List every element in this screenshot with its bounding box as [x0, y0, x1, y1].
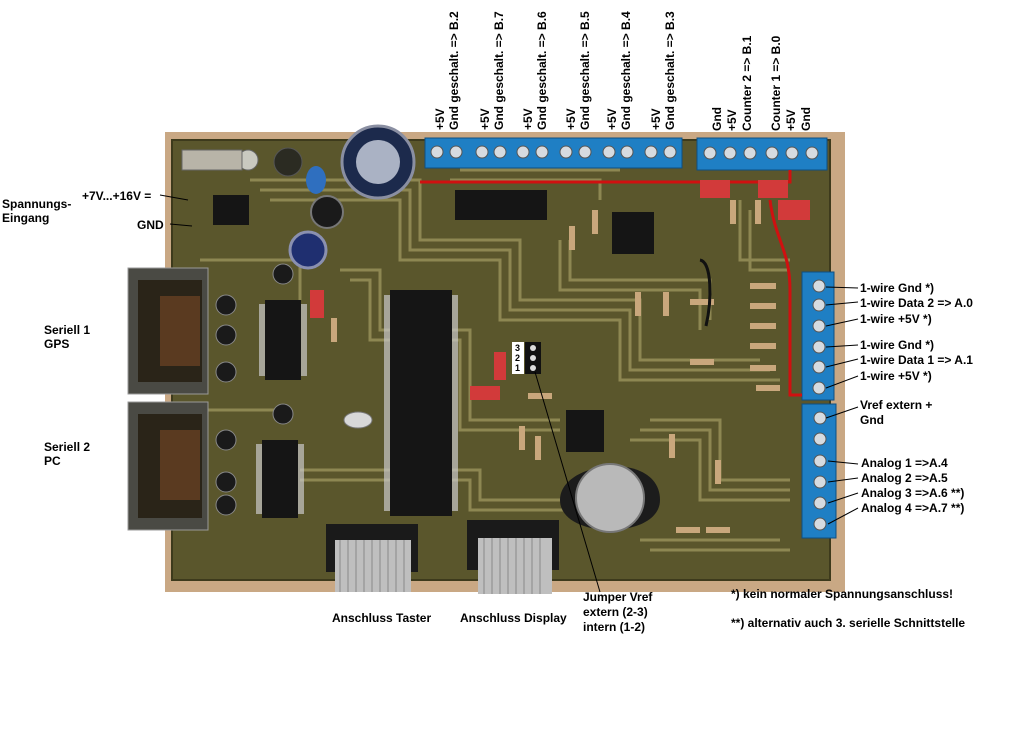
- red-capacitors: [310, 180, 810, 400]
- pcb-traces: [200, 168, 790, 552]
- jumper-label-line1: Jumper Vref: [583, 590, 653, 604]
- fuse-holder: [181, 149, 243, 171]
- top-terminal-4-gnd: Gnd geschalt. => B.5: [578, 11, 592, 130]
- ic-pins: [256, 295, 458, 514]
- top-terminal-2-vcc: +5V: [478, 108, 492, 130]
- top-terminal-6-gnd: Gnd geschalt. => B.3: [663, 11, 677, 130]
- ic-chips: [213, 190, 654, 518]
- vref-gnd-label: Gnd: [860, 413, 884, 427]
- display-connector-label: Anschluss Display: [460, 611, 567, 625]
- serial2-label-line2: PC: [44, 454, 61, 468]
- onewire-gnd-2-label: 1-wire Gnd *): [860, 281, 935, 295]
- analog-4-label: Analog 4 =>A.7 **): [861, 501, 965, 515]
- onewire-data-1-label: 1-wire Data 1 => A.1: [860, 353, 973, 367]
- jumper-pin-label: 1: [515, 363, 520, 373]
- gnd-label: GND: [137, 218, 164, 232]
- onewire-data-2-label: 1-wire Data 2 => A.0: [860, 296, 973, 310]
- pointer-lines: [159, 194, 859, 593]
- counter-terminal-counter-1: Counter 1 => B.0: [769, 35, 783, 131]
- right-terminal-block: [801, 271, 837, 539]
- counter-terminal-gnd-1: Gnd: [710, 107, 724, 131]
- voltage-label: +7V...+16V =: [82, 189, 152, 203]
- analog-2-label: Analog 2 =>A.5: [861, 471, 948, 485]
- serial1-label-line2: GPS: [44, 337, 70, 351]
- top-terminal-3-gnd: Gnd geschalt. => B.6: [535, 11, 549, 130]
- top-terminal-block: [424, 137, 828, 171]
- onewire-gnd-1-label: 1-wire Gnd *): [860, 338, 935, 352]
- top-terminal-1-gnd: Gnd geschalt. => B.2: [447, 11, 461, 130]
- resistors: [331, 200, 780, 533]
- power-input-label-line2: Eingang: [2, 211, 50, 225]
- counter-terminal-vcc-2: +5V: [784, 109, 798, 131]
- footnote-1: *) kein normaler Spannungsanschluss!: [731, 587, 954, 601]
- footnote-2: **) alternativ auch 3. serielle Schnitts…: [731, 616, 966, 630]
- coin-cell-battery: [560, 463, 660, 533]
- serial1-label-line1: Seriell 1: [44, 323, 91, 337]
- jumper-pin-label: 3: [515, 343, 520, 353]
- crystal: [343, 411, 373, 429]
- counter-terminal-counter-2: Counter 2 => B.1: [740, 35, 754, 131]
- analog-3-label: Analog 3 =>A.6 **): [861, 486, 965, 500]
- top-terminal-5-gnd: Gnd geschalt. => B.4: [619, 11, 633, 130]
- capacitors: [215, 124, 416, 516]
- jumper-label-line3: intern (1-2): [583, 620, 646, 634]
- top-terminal-5-vcc: +5V: [605, 108, 619, 130]
- top-terminal-6-vcc: +5V: [649, 108, 663, 130]
- serial-connectors: [127, 267, 209, 531]
- counter-terminal-gnd-2: Gnd: [799, 107, 813, 131]
- red-wire: [420, 170, 802, 397]
- jumper-pins: [530, 345, 536, 371]
- power-input-label-line1: Spannungs-: [2, 197, 72, 211]
- top-terminal-3-vcc: +5V: [521, 108, 535, 130]
- top-terminal-4-vcc: +5V: [564, 108, 578, 130]
- wire: [699, 258, 712, 327]
- ribbon-connectors: [326, 520, 559, 594]
- top-terminal-2-gnd: Gnd geschalt. => B.7: [492, 11, 506, 130]
- jumper-pin-numbers: 3 2 1: [512, 342, 524, 374]
- serial2-label-line1: Seriell 2: [44, 440, 91, 454]
- jumper-pin-label: 2: [515, 353, 520, 363]
- vref-extern-label: Vref extern +: [860, 398, 933, 412]
- taster-connector-label: Anschluss Taster: [332, 611, 432, 625]
- jumper-label-line2: extern (2-3): [583, 605, 648, 619]
- onewire-vcc-1-label: 1-wire +5V *): [860, 369, 932, 383]
- top-terminal-1-vcc: +5V: [433, 108, 447, 130]
- analog-1-label: Analog 1 =>A.4: [861, 456, 948, 470]
- counter-terminal-vcc-1: +5V: [725, 109, 739, 131]
- onewire-vcc-2-label: 1-wire +5V *): [860, 312, 932, 326]
